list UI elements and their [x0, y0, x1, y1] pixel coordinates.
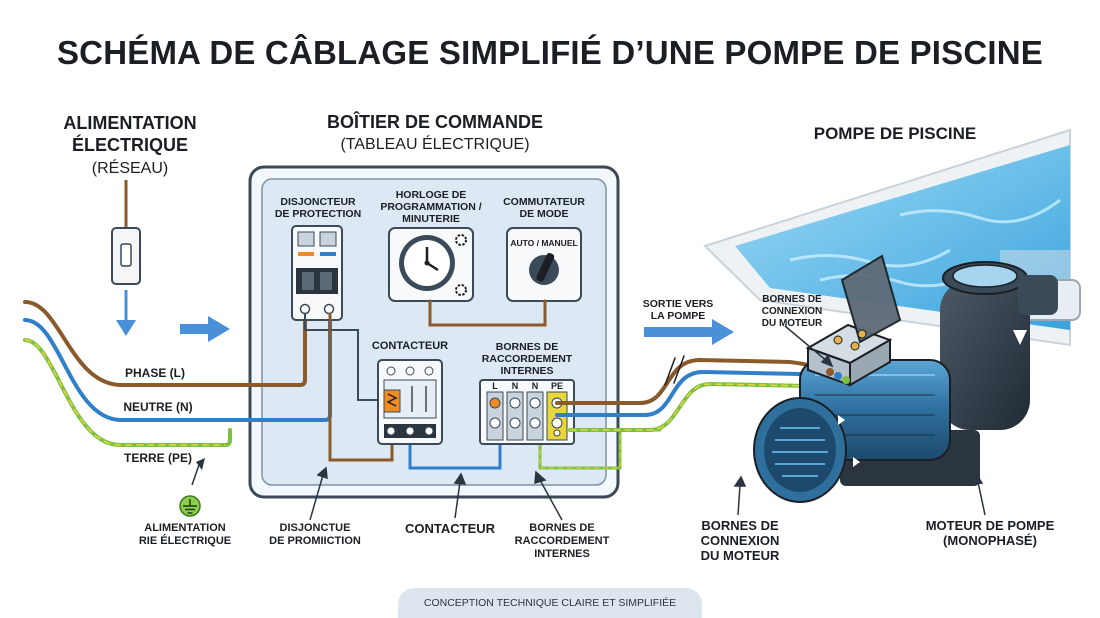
timer-label-line3: MINUTERIE — [402, 213, 460, 225]
phase-wire-label: PHASE (L) — [125, 366, 185, 380]
control-box-subheading: (TABLEAU ÉLECTRIQUE) — [340, 136, 530, 153]
footer-text: CONCEPTION TECHNIQUE CLAIRE ET SIMPLIFIÉ… — [423, 597, 677, 609]
motor-caption-line2: (MONOPHASÉ) — [943, 533, 1037, 548]
pump-output-label-line1: SORTIE VERS — [642, 298, 714, 310]
flow-arrow-icon — [180, 316, 230, 342]
internal-terminal-block — [479, 379, 575, 445]
timer-label-line2: PROGRAMMATION / — [380, 201, 482, 213]
motor-terminals-caption: BORNES DE CONNEXION DU MOTEUR — [688, 518, 792, 563]
internal-terminals-caption: BORNES DE RACCORDEMENT INTERNES — [505, 522, 619, 561]
terminal-label: PE — [550, 381, 563, 391]
supply-heading-sub: (RÉSEAU) — [91, 160, 169, 177]
internal-wiring — [304, 299, 662, 470]
circuit-breaker — [291, 225, 343, 321]
internal-terminals-label: BORNES DE RACCORDEMENT INTERNES — [470, 341, 584, 377]
internal-terminals-caption-line3: INTERNES — [534, 548, 590, 560]
internal-terminals-caption-line2: RACCORDEMENT — [514, 535, 610, 547]
motor-terminals-label-line2: CONNEXION — [761, 306, 823, 317]
mode-switch-label: COMMUTATEUR DE MODE — [494, 196, 594, 220]
contactor — [377, 359, 443, 445]
supply-heading-line1: ALIMENTATION — [63, 113, 197, 133]
motor-caption: MOTEUR DE POMPE (MONOPHASÉ) — [915, 518, 1065, 548]
earth-wire-label: TERRE (PE) — [123, 451, 192, 465]
ground-symbol-icon — [179, 458, 205, 517]
pump-output-label-line2: LA POMPE — [650, 310, 706, 322]
motor-terminals-caption-line3: DU MOTEUR — [700, 548, 780, 563]
contactor-caption: CONTACTEUR — [404, 521, 496, 536]
terminal-label: N — [531, 381, 539, 391]
diagram-title: SCHÉMA DE CÂBLAGE SIMPLIFIÉ D’UNE POMPE … — [56, 34, 1044, 71]
breaker-caption-line2: DE PROMIICTION — [269, 535, 361, 547]
breaker-label: DISJONCTEUR DE PROTECTION — [268, 196, 368, 220]
internal-terminals-caption-line1: BORNES DE — [529, 522, 595, 534]
caption-pointers — [309, 325, 986, 521]
motor-caption-line1: MOTEUR DE POMPE — [925, 518, 1055, 533]
footer-banner: CONCEPTION TECHNIQUE CLAIRE ET SIMPLIFIÉ… — [398, 588, 702, 618]
flow-arrow-icon — [644, 319, 734, 345]
mode-switch-label-line1: COMMUTATEUR — [503, 196, 585, 208]
pump-output-label: SORTIE VERS LA POMPE — [632, 298, 724, 322]
supply-caption-line2: RIE ÉLECTRIQUE — [138, 535, 232, 547]
terminal-label: N — [511, 381, 519, 391]
gear-icon — [455, 284, 467, 296]
pump-heading: POMPE DE PISCINE — [813, 124, 977, 143]
mode-switch — [506, 227, 582, 302]
breaker-caption-line1: DISJONCTUE — [279, 522, 351, 534]
supply-heading: ALIMENTATION ÉLECTRIQUE (RÉSEAU) — [30, 112, 230, 180]
contactor-label: CONTACTEUR — [371, 340, 449, 352]
breaker-label-line1: DISJONCTEUR — [280, 196, 356, 208]
mode-switch-label-line2: DE MODE — [519, 208, 569, 220]
timer — [388, 227, 474, 302]
motor-terminals-label-line3: DU MOTEUR — [761, 318, 823, 329]
internal-terminals-label-line3: INTERNES — [500, 365, 554, 377]
motor-terminals-label: BORNES DE CONNEXION DU MOTEUR — [744, 294, 840, 330]
control-box-heading: BOÎTIER DE COMMANDE — [327, 112, 543, 132]
supply-caption-line1: ALIMENTATION — [144, 522, 226, 534]
pool-pump — [753, 254, 1058, 503]
timer-label: HORLOGE DE PROGRAMMATION / MINUTERIE — [370, 189, 492, 225]
mode-switch-face-label: AUTO / MANUEL — [510, 238, 578, 248]
motor-terminals-label-line1: BORNES DE — [762, 294, 822, 305]
rotary-switch-icon — [529, 252, 559, 285]
supply-heading-line2: ÉLECTRIQUE — [71, 135, 188, 155]
breaker-label-line2: DE PROTECTION — [274, 208, 362, 220]
internal-terminals-label-line2: RACCORDEMENT — [481, 353, 573, 365]
gear-icon — [455, 234, 467, 246]
motor-terminals-caption-line2: CONNEXION — [700, 533, 780, 548]
clock-icon — [399, 235, 455, 291]
motor-terminals-caption-line1: BORNES DE — [701, 518, 779, 533]
flow-arrow-icon — [116, 290, 136, 336]
neutral-wire-label: NEUTRE (N) — [123, 400, 193, 414]
timer-label-line1: HORLOGE DE — [395, 189, 467, 201]
wall-switch-icon — [111, 227, 141, 285]
internal-terminals-label-line1: BORNES DE — [495, 341, 559, 353]
supply-caption: ALIMENTATION RIE ÉLECTRIQUE — [120, 522, 250, 548]
breaker-caption: DISJONCTUE DE PROMIICTION — [255, 522, 375, 548]
terminal-label: L — [492, 381, 498, 391]
